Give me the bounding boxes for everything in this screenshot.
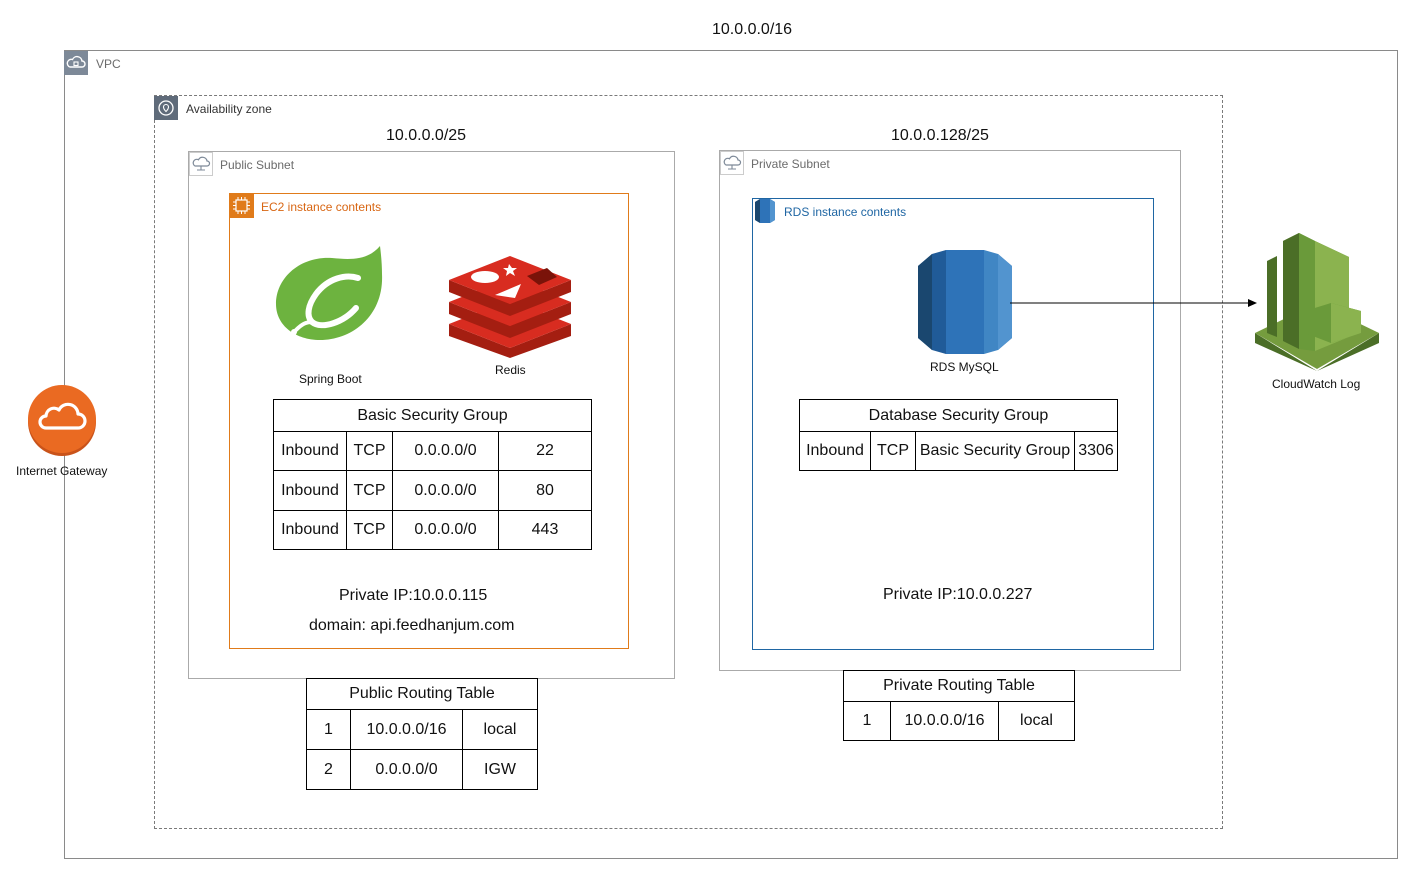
public-rt-cell: local <box>462 709 538 750</box>
private-rt-cell: 1 <box>843 701 891 741</box>
private-routing-table: Private Routing Table 1 10.0.0.0/16 loca… <box>843 670 1075 741</box>
rds-to-cloudwatch-arrow <box>1010 296 1258 308</box>
public-rt-cell: IGW <box>462 749 538 790</box>
ec2-instance-group <box>229 193 629 649</box>
rds-mysql-label: RDS MySQL <box>930 360 999 374</box>
basic-sg-cell: 0.0.0.0/0 <box>392 431 499 471</box>
public-rt-cell: 2 <box>306 749 351 790</box>
db-sg-cell: 3306 <box>1074 431 1118 471</box>
table-row: Inbound TCP Basic Security Group 3306 <box>799 431 1118 471</box>
private-subnet-label: Private Subnet <box>751 157 830 171</box>
rds-mysql-icon <box>918 250 1012 354</box>
rds-db-small-icon <box>752 198 778 224</box>
basic-sg-cell: TCP <box>346 510 393 550</box>
public-rt-title: Public Routing Table <box>306 678 538 710</box>
redis-icon <box>447 252 573 358</box>
internet-gateway-icon <box>26 385 98 457</box>
vpc-label: VPC <box>96 57 121 71</box>
private-rt-cell: local <box>998 701 1075 741</box>
table-row: 1 10.0.0.0/16 local <box>843 701 1075 741</box>
availability-zone-label: Availability zone <box>186 102 272 116</box>
basic-sg-cell: Inbound <box>273 431 347 471</box>
database-security-group-table: Database Security Group Inbound TCP Basi… <box>799 399 1118 471</box>
public-subnet-icon <box>189 152 213 176</box>
cloudwatch-icon <box>1255 233 1379 371</box>
basic-sg-cell: 0.0.0.0/0 <box>392 510 499 550</box>
private-subnet-icon <box>720 151 744 175</box>
basic-security-group-table: Basic Security Group Inbound TCP 0.0.0.0… <box>273 399 592 550</box>
db-sg-cell: Basic Security Group <box>915 431 1075 471</box>
table-row: Inbound TCP 0.0.0.0/0 22 <box>273 431 592 471</box>
rds-instance-label: RDS instance contents <box>784 205 907 219</box>
private-rt-title: Private Routing Table <box>843 670 1075 702</box>
table-row: Inbound TCP 0.0.0.0/0 443 <box>273 510 592 550</box>
basic-sg-cell: Inbound <box>273 470 347 511</box>
table-row: 1 10.0.0.0/16 local <box>306 709 538 750</box>
availability-zone-group <box>154 95 1223 829</box>
cloudwatch-label: CloudWatch Log <box>1272 377 1361 391</box>
public-subnet-label: Public Subnet <box>220 158 295 172</box>
ec2-domain: domain: api.feedhanjum.com <box>309 617 515 634</box>
db-sg-cell: TCP <box>870 431 916 471</box>
rds-private-ip: Private IP:10.0.0.227 <box>883 586 1033 603</box>
basic-sg-title: Basic Security Group <box>273 399 592 432</box>
db-sg-title: Database Security Group <box>799 399 1118 432</box>
availability-zone-icon <box>154 96 178 120</box>
basic-sg-cell: 0.0.0.0/0 <box>392 470 499 511</box>
basic-sg-cell: TCP <box>346 470 393 511</box>
table-row: Inbound TCP 0.0.0.0/0 80 <box>273 470 592 511</box>
rds-instance-group <box>752 198 1154 650</box>
basic-sg-cell: 22 <box>498 431 592 471</box>
private-subnet-cidr: 10.0.0.128/25 <box>891 127 989 144</box>
table-row: 2 0.0.0.0/0 IGW <box>306 749 538 790</box>
private-rt-cell: 10.0.0.0/16 <box>890 701 999 741</box>
internet-gateway-label: Internet Gateway <box>16 464 108 478</box>
spring-boot-icon <box>272 244 388 342</box>
ec2-instance-label: EC2 instance contents <box>261 200 382 214</box>
basic-sg-cell: 80 <box>498 470 592 511</box>
vpc-cidr: 10.0.0.0/16 <box>712 21 793 38</box>
vpc-cloud-icon <box>64 51 88 75</box>
public-routing-table: Public Routing Table 1 10.0.0.0/16 local… <box>306 678 538 790</box>
basic-sg-cell: TCP <box>346 431 393 471</box>
spring-boot-label: Spring Boot <box>299 372 362 386</box>
redis-label: Redis <box>495 363 526 377</box>
basic-sg-cell: Inbound <box>273 510 347 550</box>
ec2-chip-icon <box>229 193 254 218</box>
basic-sg-cell: 443 <box>498 510 592 550</box>
public-rt-cell: 10.0.0.0/16 <box>350 709 463 750</box>
public-rt-cell: 0.0.0.0/0 <box>350 749 463 790</box>
ec2-private-ip: Private IP:10.0.0.115 <box>339 587 488 604</box>
public-rt-cell: 1 <box>306 709 351 750</box>
db-sg-cell: Inbound <box>799 431 871 471</box>
public-subnet-cidr: 10.0.0.0/25 <box>386 127 467 144</box>
